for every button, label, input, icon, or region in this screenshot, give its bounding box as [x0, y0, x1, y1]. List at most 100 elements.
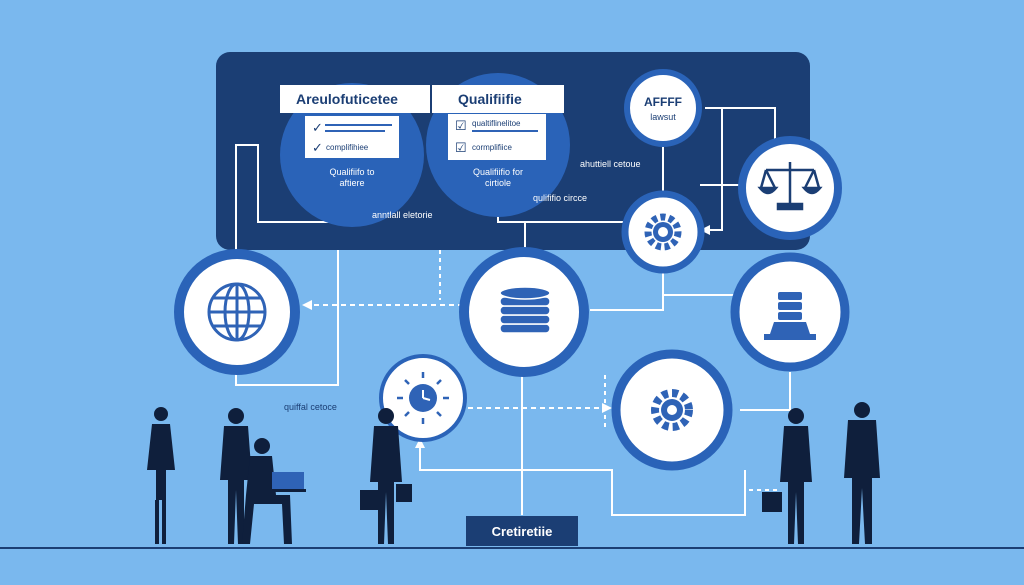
- connector-affff-scales: [722, 107, 776, 140]
- gear-teeth: [651, 389, 693, 431]
- scales-base: [776, 202, 804, 211]
- clock-rays: [397, 372, 449, 424]
- right-card-title-box: [432, 85, 564, 113]
- right-card-row-2: cormplifiice: [472, 143, 513, 152]
- check-icon: ☑: [455, 118, 467, 133]
- clock-icon: [397, 372, 449, 424]
- left-card-title-box: [280, 85, 430, 113]
- check-icon: ✓: [312, 140, 323, 155]
- check-icon: ☑: [455, 140, 467, 155]
- person-body: [147, 424, 175, 500]
- right-card-checklist: [448, 114, 546, 160]
- affff-title: AFFFF: [644, 95, 682, 109]
- person-head: [228, 408, 244, 424]
- coin-stack-icon: [499, 286, 551, 334]
- left-qualification-card: Areulofuticetee ✓ ✓ complifihiee Qualifi…: [280, 83, 430, 227]
- scales-string: [759, 169, 768, 189]
- right-card-caption-1: Qualifiifio for: [473, 167, 523, 177]
- briefcase-icon: [396, 484, 412, 502]
- gear-icon: [644, 213, 682, 251]
- label-mid: qulififio circce: [533, 193, 587, 203]
- connector-clock-loop: [419, 445, 746, 516]
- connector-affff-gear-right: [705, 107, 723, 231]
- connector-left-card-globe: [235, 144, 255, 255]
- affff-node-ring: [624, 69, 702, 147]
- business-figures: [147, 402, 880, 544]
- laptop-icon: [272, 472, 304, 490]
- right-card-title: Qualifiifie: [458, 91, 522, 107]
- left-card-checklist: [305, 116, 399, 158]
- clock-hand: [422, 397, 431, 401]
- person-head: [378, 408, 394, 424]
- clock-node[interactable]: [379, 354, 467, 442]
- scales-string: [803, 169, 816, 189]
- gear-node-bottom[interactable]: [611, 349, 733, 471]
- bottom-label-bg: [466, 516, 578, 546]
- arrowhead: [302, 300, 312, 310]
- scales-string: [812, 169, 821, 189]
- gear-icon: [651, 389, 693, 431]
- globe-node[interactable]: [174, 249, 300, 375]
- person-body: [220, 426, 252, 544]
- briefcase-icon: [360, 490, 380, 510]
- coin: [499, 305, 551, 316]
- briefcase-icon: [762, 492, 782, 512]
- label-center: anntlall eletorie: [372, 210, 433, 220]
- right-card-row-1: qualtiflinelitoe: [472, 119, 521, 128]
- left-card-row-2: complifihiee: [326, 143, 369, 152]
- label-top: ahuttiell cetoue: [580, 159, 641, 169]
- person-body: [844, 420, 880, 544]
- check-icon: ✓: [312, 120, 323, 135]
- scales-of-justice-icon: [757, 162, 823, 211]
- left-card-caption-2: aftiere: [339, 178, 364, 188]
- person-woman: [147, 407, 175, 544]
- person-head: [154, 407, 168, 421]
- pedestal-plinth: [764, 334, 816, 340]
- laptop-base: [270, 489, 306, 492]
- pedestal-icon: [764, 292, 816, 340]
- clock-ray: [436, 411, 442, 417]
- bottom-label: Cretiretiie: [492, 524, 553, 539]
- person-body: [242, 456, 292, 544]
- connector-globe-clock: [235, 250, 339, 386]
- bottom-label-box: Cretiretiie: [466, 516, 578, 546]
- coin: [499, 323, 551, 334]
- arrowhead: [602, 403, 612, 413]
- person-seated-laptop: [242, 438, 306, 544]
- scales-pan-right: [801, 186, 823, 195]
- connector-gear-pedestal-a: [590, 270, 664, 311]
- right-card-caption-2: cirtiole: [485, 178, 511, 188]
- pedestal-base: [770, 322, 810, 334]
- person-leg: [155, 500, 159, 544]
- coin-top: [499, 286, 551, 300]
- pedestal-mid: [778, 302, 802, 310]
- scales-node[interactable]: [738, 136, 842, 240]
- scales-pan-left: [757, 186, 779, 195]
- pedestal-node[interactable]: [730, 252, 850, 372]
- affff-lawsuit-node[interactable]: AFFFF lawsut: [624, 69, 702, 147]
- person-body: [370, 426, 402, 544]
- scales-string: [764, 169, 777, 189]
- person-man-briefcase: [360, 408, 412, 544]
- person-body: [780, 426, 812, 544]
- connector-dashed-bottom: [744, 470, 780, 491]
- coins-node[interactable]: [459, 247, 589, 377]
- affff-subtitle: lawsut: [650, 112, 676, 122]
- person-head: [854, 402, 870, 418]
- left-card-title: Areulofuticetee: [296, 91, 398, 107]
- globe-icon: [207, 282, 267, 342]
- person-head: [254, 438, 270, 454]
- pedestal-mid: [778, 312, 802, 320]
- gear-node-top[interactable]: [621, 190, 705, 274]
- pedestal-top: [778, 292, 802, 300]
- person-man-arms-crossed: [844, 402, 880, 544]
- arrowhead: [415, 438, 425, 448]
- connector-gear-pedestal-c: [740, 372, 791, 411]
- person-leg: [162, 500, 166, 544]
- side-label: quiffal cetoce: [284, 402, 337, 412]
- person-man-2: [762, 408, 812, 544]
- clock-ray: [404, 411, 410, 417]
- clock-ray: [404, 379, 410, 385]
- arrowhead: [700, 225, 710, 235]
- clock-ray: [436, 379, 442, 385]
